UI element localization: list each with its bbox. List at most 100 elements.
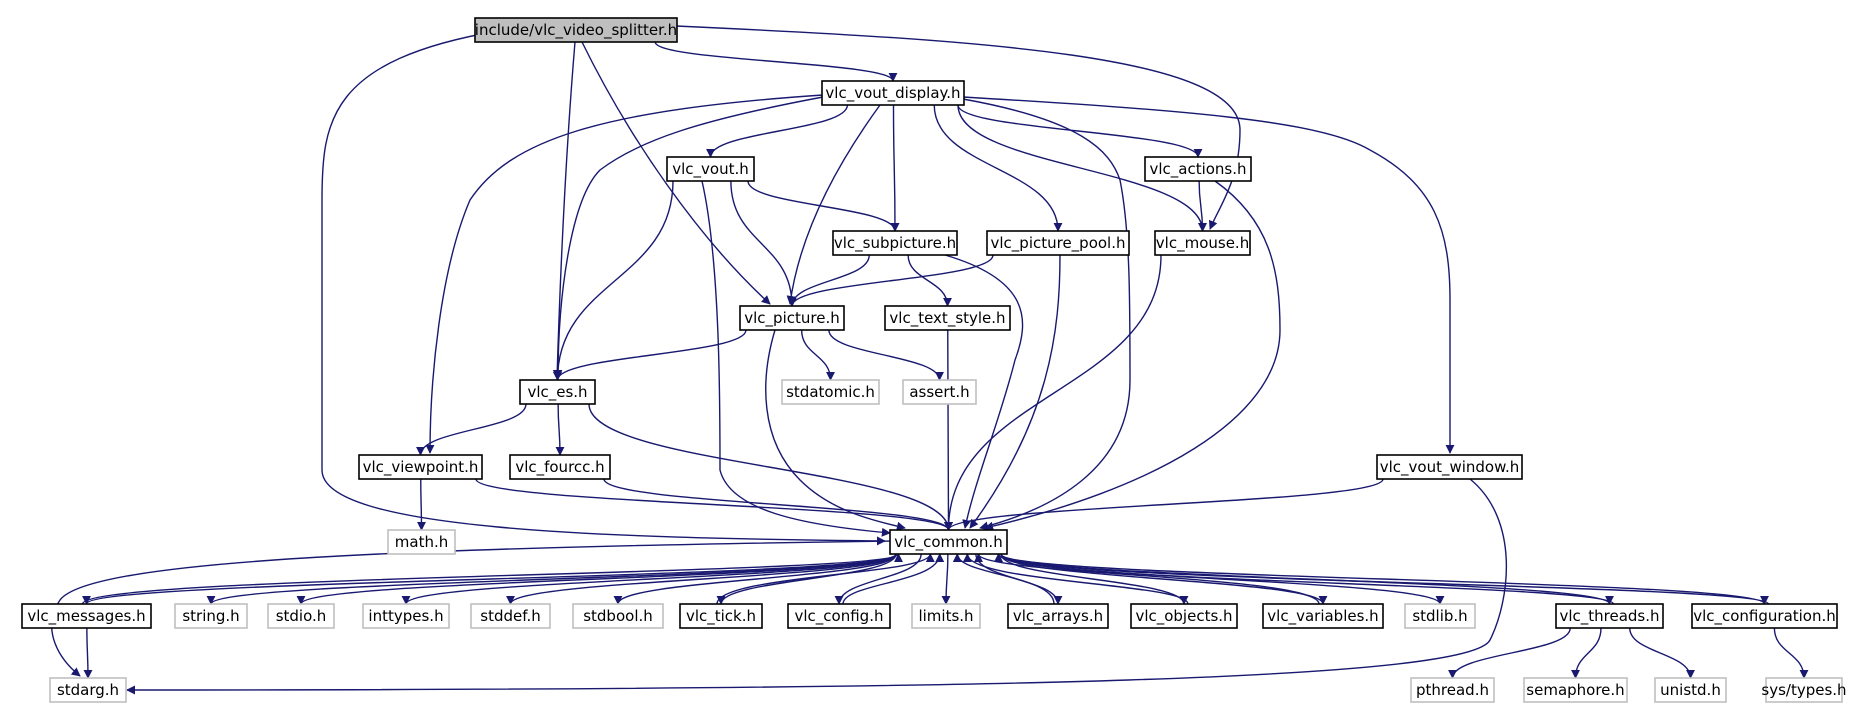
node-actions[interactable]: vlc_actions.h (1144, 156, 1252, 182)
edge-vout_display-to-actions (957, 104, 1203, 158)
node-es[interactable]: vlc_es.h (519, 379, 596, 405)
node-threads[interactable]: vlc_threads.h (1555, 603, 1664, 629)
node-systypes: sys/types.h (1761, 677, 1847, 703)
node-stdbool: stdbool.h (572, 603, 664, 629)
edge-messages-to-common (81, 553, 903, 605)
edge-path (425, 94, 824, 454)
edge-arrays-to-common (952, 553, 1055, 605)
edge-path (828, 329, 944, 381)
node-label: vlc_vout.h (672, 160, 749, 179)
node-subpicture[interactable]: vlc_subpicture.h (832, 230, 958, 256)
edge-path (944, 254, 1162, 531)
edge-path (941, 553, 951, 605)
edge-path (416, 403, 527, 456)
edge-vout_window-to-stdarg (126, 478, 1507, 695)
edge-root-to-common (321, 30, 886, 546)
node-objects[interactable]: vlc_objects.h (1130, 603, 1238, 629)
edge-subpicture-to-text_style (907, 254, 952, 307)
edge-vout_display-to-es (553, 96, 824, 379)
edge-path (603, 478, 953, 531)
edge-common-to-inttypes (401, 553, 897, 605)
node-label: vlc_vout_display.h (825, 84, 960, 103)
node-stddef: stddef.h (470, 603, 551, 629)
edge-path (787, 254, 870, 307)
edge-picture-to-es (553, 329, 747, 381)
edge-path (969, 254, 1061, 529)
edge-path (716, 553, 897, 605)
node-box (889, 529, 1008, 555)
edge-common-to-tick (716, 553, 897, 605)
edge-path (401, 553, 897, 605)
node-config[interactable]: vlc_config.h (787, 603, 891, 629)
node-label: vlc_arrays.h (1013, 607, 1103, 626)
node-stdio: stdio.h (267, 603, 335, 629)
node-box (787, 603, 891, 629)
node-label: vlc_es.h (527, 383, 587, 402)
node-mouse[interactable]: vlc_mouse.h (1154, 230, 1251, 256)
node-label: limits.h (918, 607, 973, 625)
node-box (1410, 677, 1495, 703)
edge-configuration-to-common (994, 553, 1770, 605)
edge-path (51, 540, 892, 677)
edge-vout_display-to-viewpoint (425, 94, 824, 454)
node-label: string.h (182, 607, 239, 625)
edge-vout-to-common (701, 180, 891, 537)
node-viewpoint[interactable]: vlc_viewpoint.h (358, 454, 483, 480)
edge-path (890, 104, 900, 232)
node-configuration[interactable]: vlc_configuration.h (1691, 603, 1838, 629)
node-semaphore: semaphore.h (1523, 677, 1628, 703)
node-vout-display[interactable]: vlc_vout_display.h (821, 80, 965, 106)
node-box (1654, 677, 1727, 703)
edge-path (83, 627, 93, 679)
node-picture[interactable]: vlc_picture.h (739, 305, 845, 331)
node-variables[interactable]: vlc_variables.h (1262, 603, 1384, 629)
node-label: unistd.h (1660, 681, 1721, 699)
node-box (1376, 454, 1523, 480)
node-inttypes: inttypes.h (362, 603, 450, 629)
node-box (1765, 677, 1843, 703)
edge-path (786, 104, 881, 305)
node-tick[interactable]: vlc_tick.h (679, 603, 763, 629)
edge-actions-to-mouse (1197, 180, 1207, 232)
node-box (519, 379, 596, 405)
edge-common-to-stdarg (51, 540, 892, 677)
node-label: stdbool.h (583, 607, 653, 625)
node-box (1144, 156, 1252, 182)
edge-vout-to-subpicture (747, 180, 900, 232)
edges-layer (51, 25, 1809, 695)
edge-path (730, 180, 797, 307)
node-vout[interactable]: vlc_vout.h (666, 156, 755, 182)
edge-viewpoint-to-common (475, 478, 953, 531)
edge-path (716, 553, 935, 605)
node-label: stdarg.h (57, 681, 119, 699)
node-box (470, 603, 551, 629)
node-label: vlc_fourcc.h (515, 458, 604, 477)
edge-vout_display-to-picture_pool (933, 104, 1063, 232)
node-box (1154, 230, 1251, 256)
node-common[interactable]: vlc_common.h (889, 529, 1008, 555)
edge-common-to-string (206, 553, 897, 605)
edge-path (765, 329, 906, 531)
edge-common-to-stdbool (613, 553, 897, 605)
node-text-style[interactable]: vlc_text_style.h (884, 305, 1011, 331)
node-limits: limits.h (911, 603, 981, 629)
node-arrays[interactable]: vlc_arrays.h (1007, 603, 1109, 629)
edge-tick-to-common (716, 553, 935, 605)
edge-path (81, 553, 903, 605)
node-fourcc[interactable]: vlc_fourcc.h (509, 454, 611, 480)
edge-path (962, 96, 1455, 454)
edge-path (944, 478, 1384, 531)
node-label: inttypes.h (368, 607, 443, 625)
node-messages[interactable]: vlc_messages.h (21, 603, 152, 629)
node-math: math.h (387, 529, 456, 555)
node-root: include/vlc_video_splitter.h (474, 17, 678, 43)
node-label: vlc_variables.h (1267, 607, 1378, 626)
edge-subpicture-to-common (944, 254, 1024, 529)
node-picture-pool[interactable]: vlc_picture_pool.h (986, 230, 1130, 256)
node-label: vlc_common.h (894, 533, 1002, 552)
node-box (821, 80, 965, 106)
node-box (739, 305, 845, 331)
edge-common-to-stddef (506, 553, 897, 605)
node-vout-window[interactable]: vlc_vout_window.h (1376, 454, 1523, 480)
